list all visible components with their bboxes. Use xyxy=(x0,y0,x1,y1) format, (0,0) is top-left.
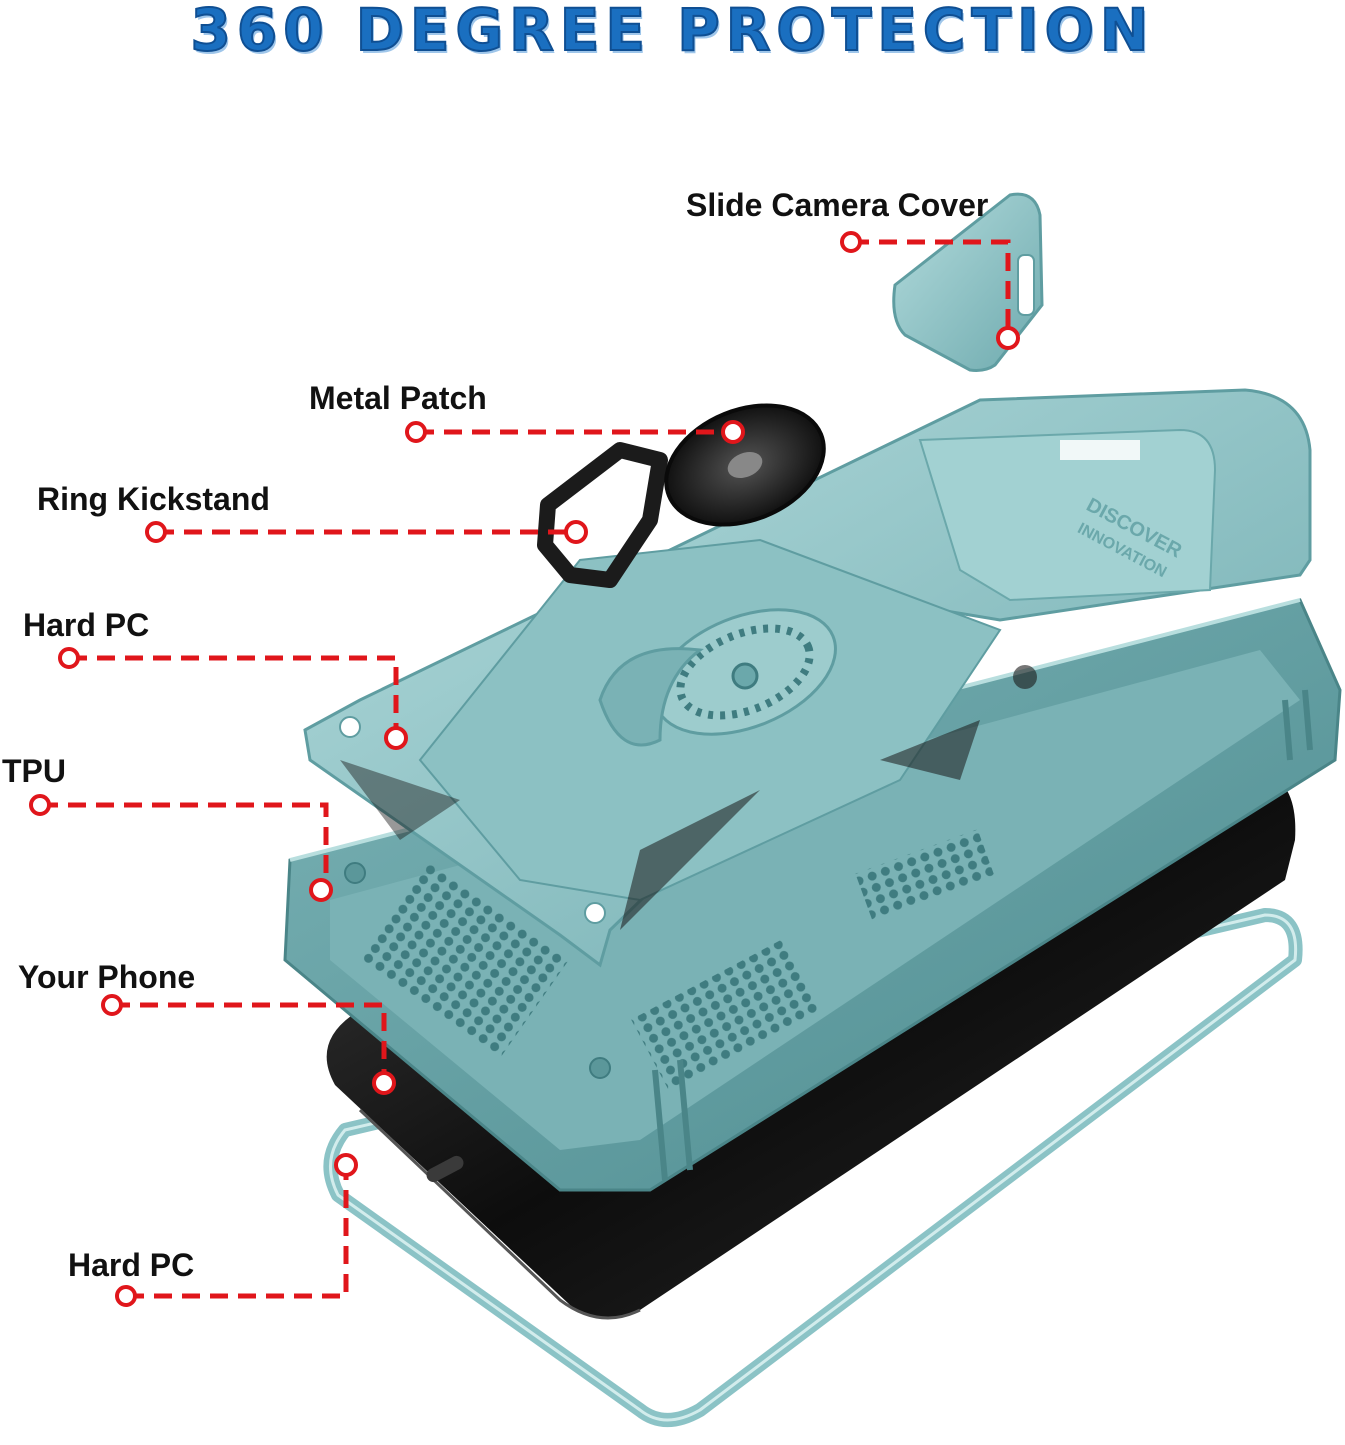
callout-dot-tpu-end xyxy=(309,878,333,902)
callout-dot-tpu xyxy=(29,794,51,816)
tpu-layer xyxy=(283,598,1342,1192)
label-hard-pc-top: Hard PC xyxy=(23,607,150,643)
callout-dot-hard-pc-top-end xyxy=(384,726,408,750)
callout-dot-ring-kickstand xyxy=(145,521,167,543)
slide-camera-cover xyxy=(892,192,1044,372)
callout-dot-hard-pc-top xyxy=(58,647,80,669)
magnet-plate xyxy=(598,608,837,747)
callout-dot-your-phone xyxy=(101,994,123,1016)
ring-kickstand xyxy=(537,403,826,588)
label-ring-kickstand: Ring Kickstand xyxy=(37,481,270,517)
page-title: 360 DEGREE PROTECTION xyxy=(190,0,1155,64)
label-hard-pc-bottom: Hard PC xyxy=(68,1247,195,1283)
callout-dot-ring-kickstand-end xyxy=(564,520,588,544)
callout-dot-slide-camera-cover xyxy=(840,231,862,253)
bottom-hard-pc-frame xyxy=(323,908,1303,1427)
callout-dot-your-phone-end xyxy=(372,1071,396,1095)
callout-dot-metal-patch-end xyxy=(721,420,745,444)
label-your-phone: Your Phone xyxy=(18,959,196,995)
callout-dot-metal-patch xyxy=(405,421,427,443)
label-metal-patch: Metal Patch xyxy=(309,380,487,416)
callout-dots xyxy=(29,231,1020,1307)
top-hard-pc-shell: DISCOVER INNOVATION xyxy=(303,388,1312,968)
callout-dot-hard-pc-bottom xyxy=(115,1285,137,1307)
callout-dot-slide-camera-cover-end xyxy=(996,326,1020,350)
callout-dot-hard-pc-bottom-end xyxy=(334,1153,358,1177)
label-tpu: TPU xyxy=(2,753,66,789)
callout-lines xyxy=(40,239,1011,1299)
label-slide-camera-cover: Slide Camera Cover xyxy=(686,187,989,223)
